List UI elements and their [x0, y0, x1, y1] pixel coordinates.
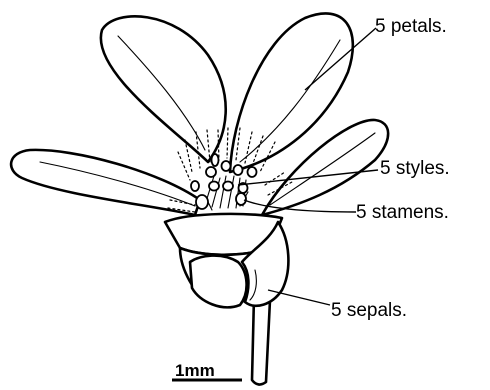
stem: [252, 296, 270, 385]
style-tip: [248, 167, 257, 177]
style-tip: [212, 154, 219, 166]
petal-left: [11, 150, 200, 215]
anther: [196, 195, 208, 209]
sepal-left: [190, 256, 247, 308]
label-sepals: 5 sepals.: [331, 300, 407, 321]
anther: [209, 182, 219, 191]
anther: [191, 181, 199, 191]
label-petals: 5 petals.: [375, 16, 447, 37]
label-stamens: 5 stamens.: [356, 202, 449, 223]
style-tip: [206, 167, 216, 177]
anther: [223, 182, 233, 191]
style-tip: [222, 161, 231, 171]
label-styles: 5 styles.: [380, 158, 450, 179]
anther: [236, 193, 246, 205]
style-tip: [234, 165, 243, 175]
scale-bar-label: 1mm: [175, 361, 215, 380]
scale-bar: 1mm: [172, 361, 242, 380]
